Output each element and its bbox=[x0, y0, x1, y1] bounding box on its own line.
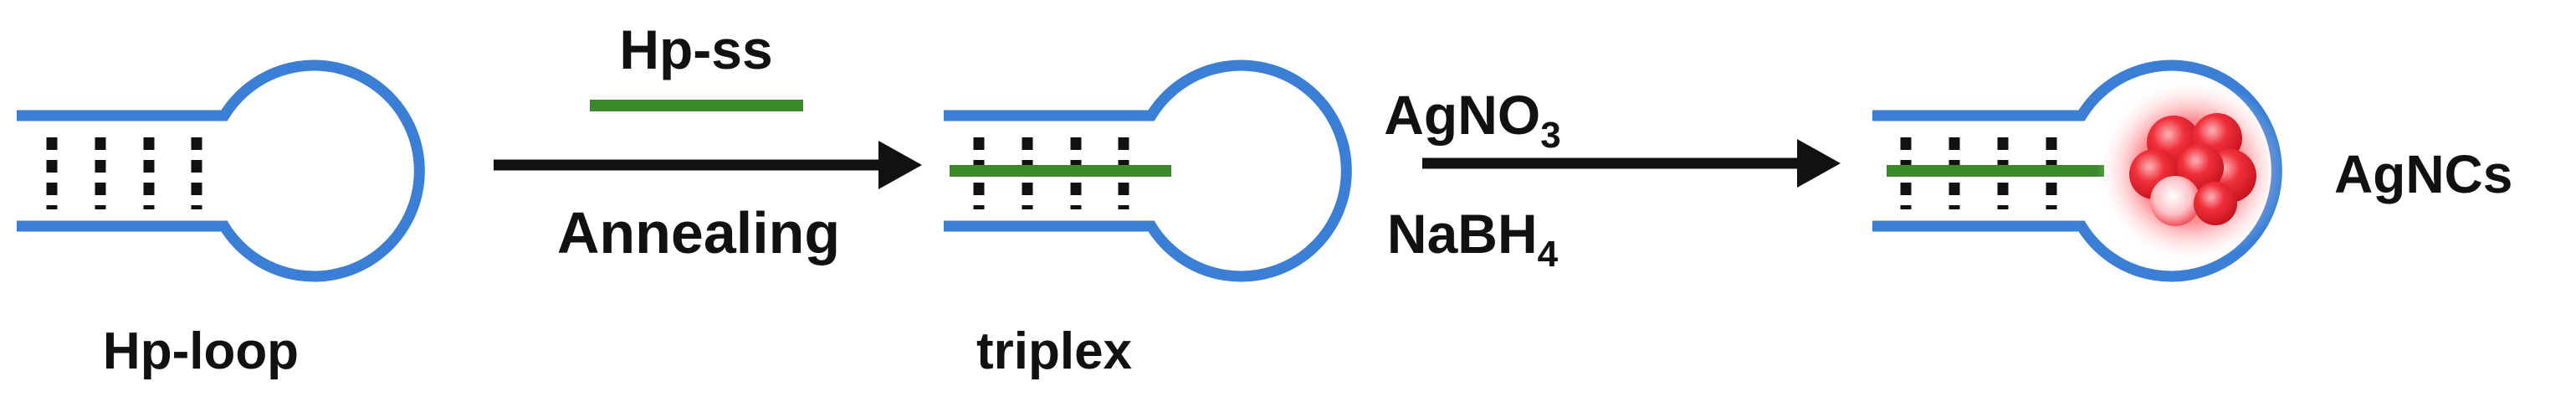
reaction-arrow-2 bbox=[1422, 139, 1841, 188]
reagent-label-hp-ss: Hp-ss bbox=[619, 18, 772, 80]
base-pair-dots bbox=[46, 137, 202, 209]
structure-label-triplex: triplex bbox=[976, 322, 1133, 380]
reagent-label-nabh4: NaBH4 bbox=[1387, 203, 1559, 275]
reaction-arrow-1 bbox=[494, 141, 922, 189]
hairpin-strand bbox=[944, 59, 1352, 282]
base-pair-dots bbox=[1900, 137, 2057, 209]
base-pair-dots bbox=[973, 137, 1129, 209]
silver-nanocluster bbox=[2097, 77, 2284, 265]
structure-label-agncs: AgNCs bbox=[2334, 144, 2512, 204]
agncs-structure bbox=[1872, 59, 2284, 282]
reagent-label-agno3: AgNO3 bbox=[1384, 84, 1560, 156]
hairpin-strand bbox=[17, 59, 425, 282]
triplex-structure bbox=[944, 59, 1352, 282]
hp-loop-structure bbox=[17, 59, 425, 282]
process-label-annealing: Annealing bbox=[557, 200, 840, 266]
structure-label-hp-loop: Hp-loop bbox=[103, 322, 299, 380]
